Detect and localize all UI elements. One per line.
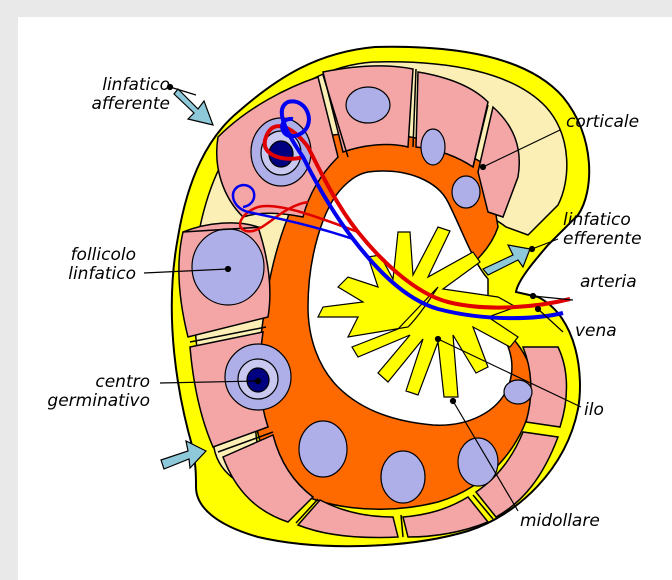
- label-midollare: midollare: [520, 512, 600, 531]
- label-linfatico-efferente: linfatico efferente: [563, 211, 642, 249]
- follicle-upper-right-2: [452, 176, 480, 208]
- follicle-bottom-4: [504, 380, 532, 404]
- follicle-bottom-3: [458, 438, 498, 486]
- label-corticale: corticale: [566, 113, 639, 132]
- follicle-bottom-2: [381, 451, 425, 503]
- label-follicolo-linfatico: follicolo linfatico: [32, 246, 136, 284]
- follicle-bottom-1: [299, 421, 347, 477]
- label-linfatico-afferente: linfatico afferente: [70, 76, 170, 114]
- label-arteria: arteria: [580, 273, 637, 292]
- follicle-upper-right-1: [421, 129, 445, 165]
- follicle-top: [346, 87, 390, 123]
- diagram-canvas: linfatico afferente corticale linfatico …: [18, 17, 672, 580]
- label-vena: vena: [575, 322, 617, 341]
- label-ilo: ilo: [584, 401, 604, 420]
- label-centro-germinativo: centro germinativo: [24, 373, 150, 411]
